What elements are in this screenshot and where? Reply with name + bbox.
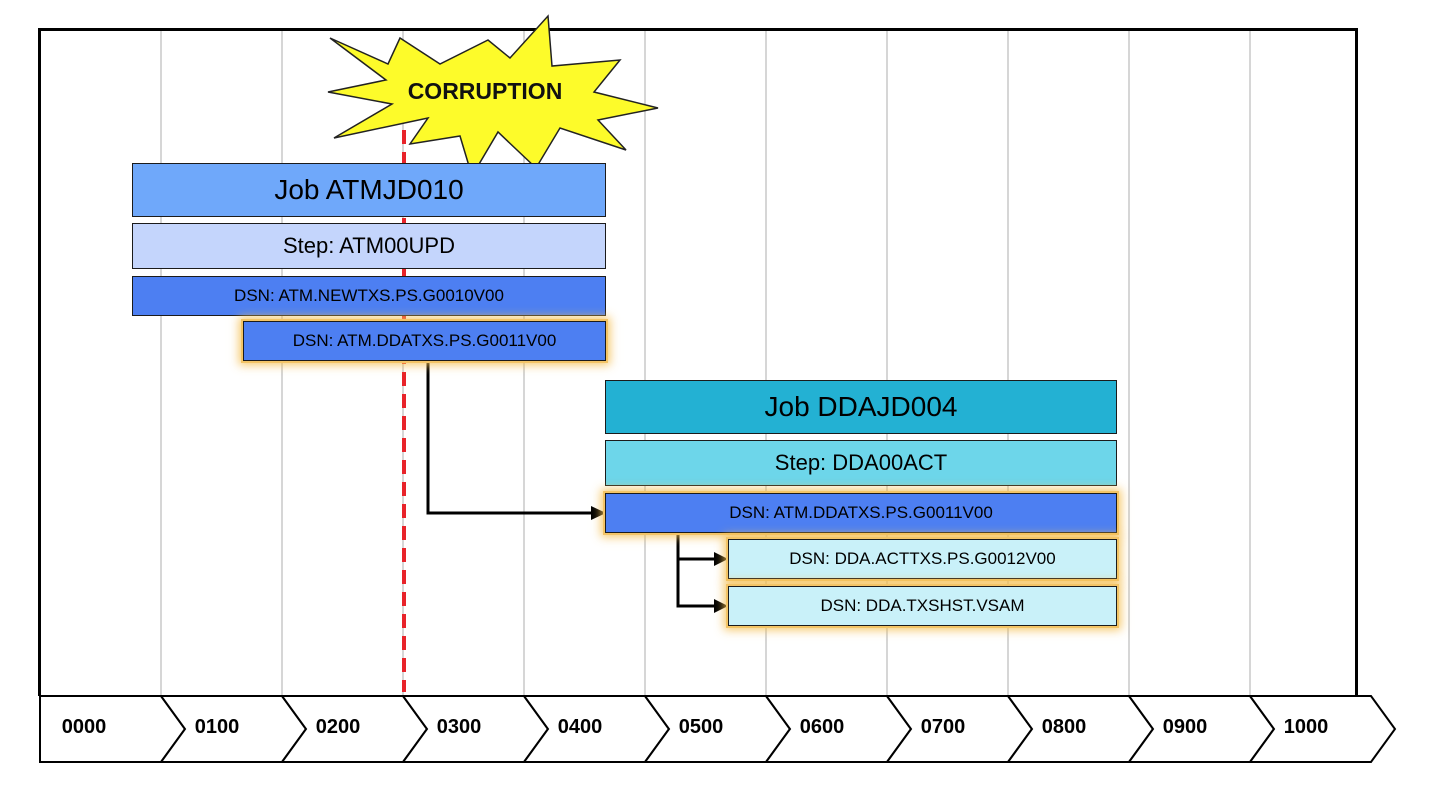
corruption-label: CORRUPTION: [407, 78, 563, 104]
timeline-tick-0000: 0000: [61, 716, 107, 738]
timeline-chevron-1000: [1248, 695, 1397, 763]
arrowhead-dsn5: [714, 599, 728, 613]
timeline-tick-0400: 0400: [557, 716, 603, 738]
arrow-dsn2-to-dsn3: [426, 361, 592, 515]
dataset-dda-acttxs[interactable]: DSN: DDA.ACTTXS.PS.G0012V00: [728, 539, 1117, 579]
timeline-tick-0300: 0300: [436, 716, 482, 738]
corruption-burst-icon: [327, 14, 659, 178]
timeline-frame: [38, 28, 1358, 696]
dataset-atm-newtxs[interactable]: DSN: ATM.NEWTXS.PS.G0010V00: [132, 276, 606, 316]
arrowhead-dsn3: [591, 506, 606, 520]
arrow-dsn3-to-dsn4: [676, 533, 715, 561]
timeline-tick-0100: 0100: [194, 716, 240, 738]
timeline-tick-0700: 0700: [920, 716, 966, 738]
arrow-dsn3-to-dsn5: [676, 559, 715, 608]
step-dda00act[interactable]: Step: DDA00ACT: [605, 440, 1117, 486]
timeline-tick-0500: 0500: [678, 716, 724, 738]
timeline-chevrons: [39, 695, 1397, 763]
job-atmjd010[interactable]: Job ATMJD010: [132, 163, 606, 217]
dataset-atm-ddatxs-input[interactable]: DSN: ATM.DDATXS.PS.G0011V00: [605, 493, 1117, 533]
dependency-arrows: [426, 361, 728, 613]
timeline-tick-0200: 0200: [315, 716, 361, 738]
timeline-tick-0900: 0900: [1162, 716, 1208, 738]
job-ddajd004[interactable]: Job DDAJD004: [605, 380, 1117, 434]
dataset-atm-ddatxs-output[interactable]: DSN: ATM.DDATXS.PS.G0011V00: [243, 321, 606, 361]
timeline-tick-0600: 0600: [799, 716, 845, 738]
arrowhead-dsn4: [714, 552, 728, 566]
hour-gridlines: [160, 31, 1251, 696]
timeline-tick-1000: 1000: [1283, 716, 1329, 738]
dataset-dda-txshst[interactable]: DSN: DDA.TXSHST.VSAM: [728, 586, 1117, 626]
step-atm00upd[interactable]: Step: ATM00UPD: [132, 223, 606, 269]
timeline-tick-0800: 0800: [1041, 716, 1087, 738]
